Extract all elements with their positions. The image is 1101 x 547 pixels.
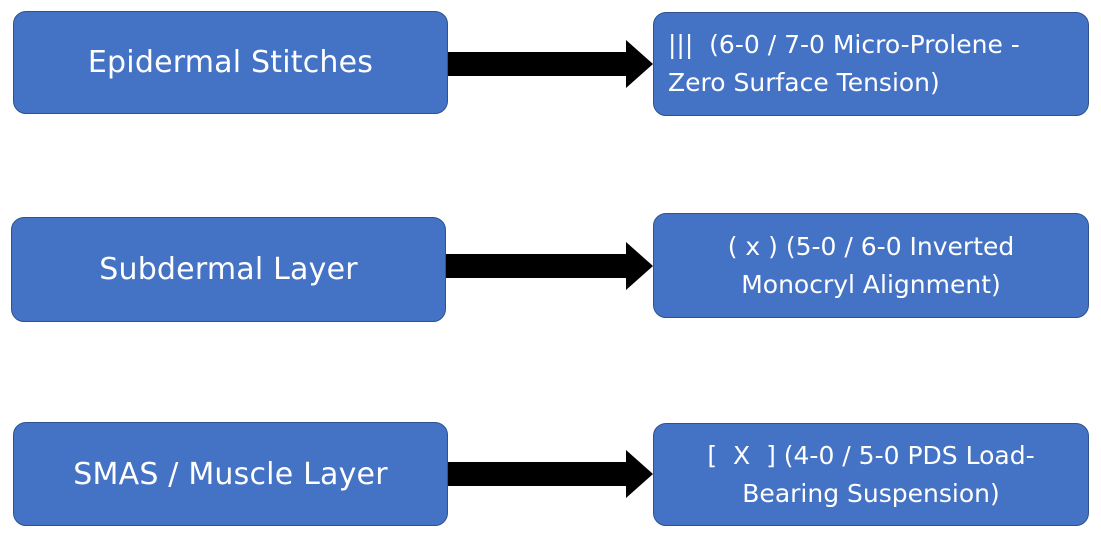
layer-box-subdermal: Subdermal Layer bbox=[11, 217, 446, 322]
technique-box-epidermal: ||| (6-0 / 7-0 Micro-Prolene - Zero Surf… bbox=[653, 12, 1089, 116]
technique-box-subdermal: ( x ) (5-0 / 6-0 Inverted Monocryl Align… bbox=[653, 213, 1089, 318]
technique-line-2: Bearing Suspension) bbox=[742, 478, 1000, 508]
technique-line-2: Monocryl Alignment) bbox=[741, 269, 1001, 299]
layer-label: Subdermal Layer bbox=[99, 252, 358, 287]
layer-label: SMAS / Muscle Layer bbox=[73, 456, 388, 492]
layer-box-epidermal: Epidermal Stitches bbox=[13, 11, 448, 114]
layer-box-smas-muscle: SMAS / Muscle Layer bbox=[13, 422, 448, 526]
arrow-right-icon bbox=[446, 242, 653, 290]
arrow-right-icon bbox=[448, 450, 653, 498]
technique-line-1: [ X ] (4-0 / 5-0 PDS Load- bbox=[707, 440, 1035, 470]
technique-line-2: Zero Surface Tension) bbox=[668, 68, 940, 97]
technique-line-1: ||| (6-0 / 7-0 Micro-Prolene - bbox=[668, 30, 1020, 59]
layer-label: Epidermal Stitches bbox=[87, 45, 374, 80]
arrow-right-icon bbox=[448, 40, 653, 88]
technique-box-smas-muscle: [ X ] (4-0 / 5-0 PDS Load- Bearing Suspe… bbox=[653, 423, 1089, 526]
technique-line-1: ( x ) (5-0 / 6-0 Inverted bbox=[727, 231, 1015, 261]
